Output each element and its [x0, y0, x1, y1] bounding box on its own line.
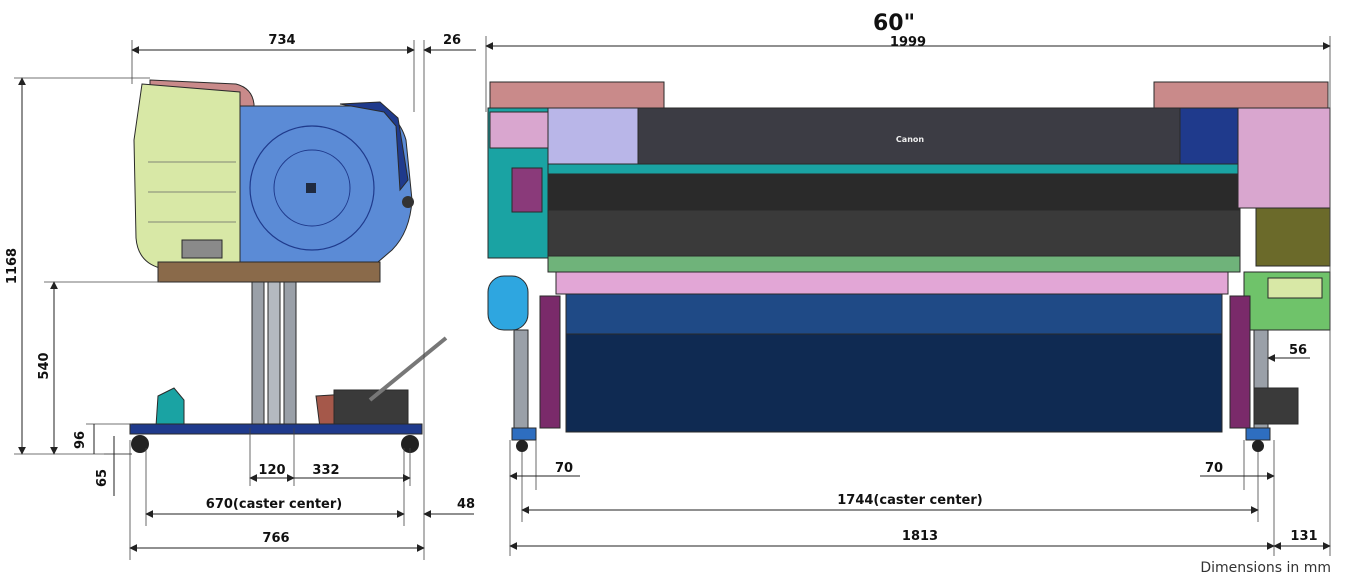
- diagram-title: 60": [873, 11, 915, 36]
- dim-front-131: 131: [1290, 529, 1317, 544]
- front-view-printer: [487, 81, 1331, 452]
- dim-base-332: 332: [312, 463, 339, 478]
- dim-front-width: 1999: [890, 35, 926, 50]
- side-view-printer: [129, 79, 448, 453]
- dim-front-1813: 1813: [902, 529, 938, 544]
- dim-height-stand: 540: [37, 352, 52, 379]
- dim-height-65: 65: [95, 469, 110, 487]
- dim-side-48: 48: [457, 497, 475, 512]
- dim-base-120: 120: [258, 463, 285, 478]
- dim-caster-center-front: 1744(caster center): [837, 493, 982, 508]
- dim-side-depth: 734: [268, 33, 295, 48]
- units-caption: Dimensions in mm: [1200, 560, 1331, 576]
- dim-side-total: 766: [262, 531, 289, 546]
- dim-front-70-right: 70: [1205, 461, 1223, 476]
- dim-height-96: 96: [73, 431, 88, 449]
- dim-caster-center-side: 670(caster center): [206, 497, 342, 512]
- dimension-lines: [14, 36, 1331, 560]
- dim-height-total: 1168: [5, 248, 20, 284]
- dim-side-rear: 26: [443, 33, 461, 48]
- dim-front-56: 56: [1289, 343, 1307, 358]
- dim-front-70-left: 70: [555, 461, 573, 476]
- printer-logo: Canon: [896, 135, 924, 144]
